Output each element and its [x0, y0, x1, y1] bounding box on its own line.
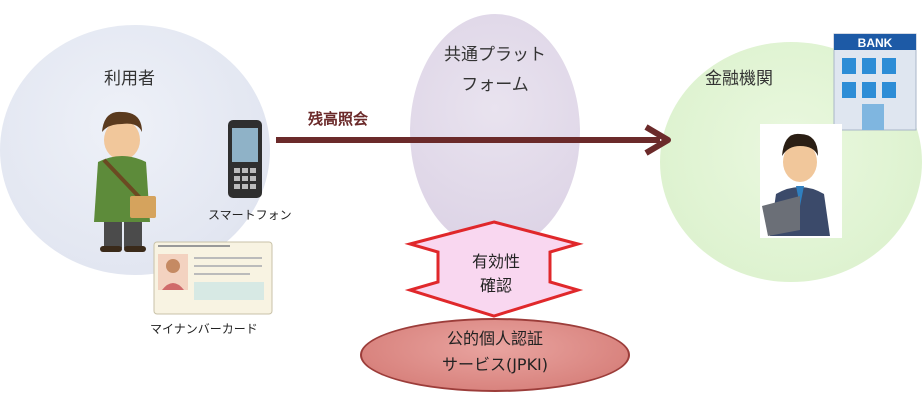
jpki-label: 公的個人認証 サービス(JPKI) — [372, 326, 618, 378]
bank-sign-text: BANK — [858, 36, 893, 50]
flow-label: 残高照会 — [308, 110, 369, 128]
bank-staff-icon — [760, 124, 842, 238]
bank-label: 金融機関 — [705, 69, 773, 89]
validity-label-line2: 確認 — [479, 276, 512, 295]
validity-label-line1: 有効性 — [471, 252, 520, 271]
platform-ellipse — [410, 14, 580, 250]
platform-label-line1: 共通プラット — [444, 45, 546, 65]
my-number-card-icon — [153, 241, 273, 315]
bank-building-icon — [833, 33, 917, 131]
validity-double-arrow — [404, 220, 584, 318]
validity-label: 有効性 確認 — [451, 250, 541, 298]
smartphone-label: スマートフォン — [208, 208, 292, 222]
user-person-icon — [94, 111, 156, 252]
smartphone-icon — [228, 120, 262, 198]
platform-label-line2: フォーム — [461, 75, 529, 95]
jpki-label-line1: 公的個人認証 — [446, 329, 543, 348]
platform-label: 共通プラット フォーム — [432, 40, 558, 100]
flow-arrow — [276, 124, 671, 156]
user-label: 利用者 — [104, 69, 155, 89]
jpki-label-line2: サービス(JPKI) — [441, 355, 549, 374]
my-number-card-label: マイナンバーカード — [150, 322, 258, 336]
jpki-ellipse — [360, 318, 630, 392]
